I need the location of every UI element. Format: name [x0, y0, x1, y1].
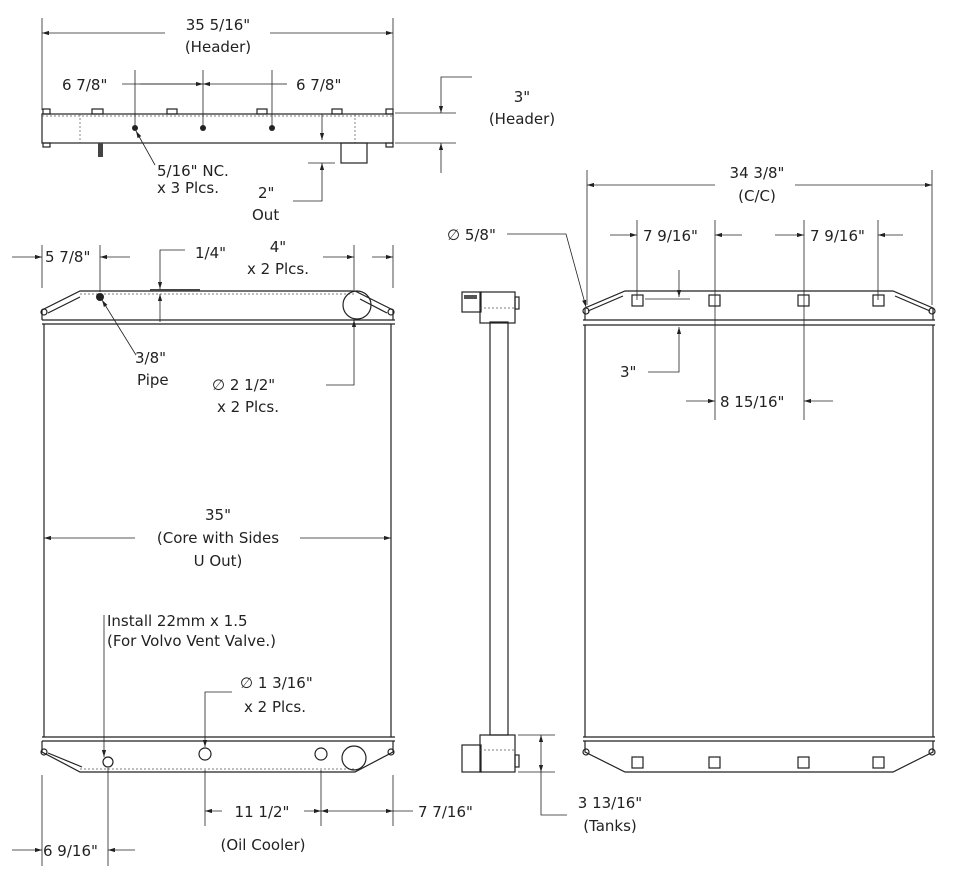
inlet-offset-dim: 4": [270, 238, 286, 256]
bracket-left-dim: 7 9/16": [643, 227, 698, 245]
inlet-diameter: ∅ 2 1/2": [212, 376, 275, 394]
core-width-dim: 35": [205, 506, 231, 524]
frame-height-dim: 3": [620, 363, 636, 381]
mount-diameter: ∅ 5/8": [447, 226, 496, 244]
oil-cooler-diameter-qty: x 2 Plcs.: [244, 698, 306, 716]
vent-offset-dim: 6 9/16": [43, 842, 98, 860]
vent-note-1: Install 22mm x 1.5: [107, 612, 248, 630]
tank-height-note: (Tanks): [583, 817, 637, 835]
thread-qty: x 3 Plcs.: [157, 179, 219, 197]
side-view: 3 13/16" (Tanks): [461, 291, 642, 835]
tab-height-dim: 1/4": [195, 244, 226, 262]
header-width-dim: 35 5/16": [186, 16, 250, 34]
outlet-note: Out: [252, 206, 279, 224]
inlet-diameter-qty: x 2 Plcs.: [217, 398, 279, 416]
bracket-right-dim: 7 9/16": [810, 227, 865, 245]
pipe-offset-dim: 5 7/8": [45, 248, 90, 266]
tank-height-dim: 3 13/16": [578, 794, 642, 812]
spacing-left-dim: 6 7/8": [62, 76, 107, 94]
oil-cooler-note: (Oil Cooler): [220, 836, 305, 854]
vent-note-2: (For Volvo Vent Valve.): [107, 632, 276, 650]
header-height-note: (Header): [489, 110, 555, 128]
spacing-right-dim: 6 7/8": [296, 76, 341, 94]
oil-cooler-offset-dim: 7 7/16": [418, 803, 473, 821]
cc-width-note: (C/C): [738, 187, 776, 205]
thread-note: 5/16" NC.: [157, 162, 229, 180]
inlet-offset-qty: x 2 Plcs.: [247, 260, 309, 278]
oil-cooler-spacing-dim: 11 1/2": [235, 803, 290, 821]
oil-cooler-diameter: ∅ 1 3/16": [240, 674, 313, 692]
front-view: 5 7/8" 1/4" 4" x 2 Plcs. 3/8" Pipe ∅ 2 1…: [12, 238, 473, 866]
header-width-note: (Header): [185, 38, 251, 56]
pipe-size: 3/8": [135, 349, 166, 367]
bracket-mid-dim: 8 15/16": [720, 393, 784, 411]
top-view: 35 5/16" (Header) 6 7/8" 6 7/8" 5/16" NC…: [41, 16, 555, 224]
rear-view: 34 3/8" (C/C) ∅ 5/8" 7 9/16" 7 9/16" 3" …: [447, 164, 936, 773]
outlet-dim: 2": [258, 184, 274, 202]
core-note-1: (Core with Sides: [157, 529, 279, 547]
pipe-note: Pipe: [137, 371, 169, 389]
header-height-dim: 3": [514, 88, 530, 106]
core-note-2: U Out): [194, 552, 243, 570]
cc-width-dim: 34 3/8": [730, 164, 785, 182]
